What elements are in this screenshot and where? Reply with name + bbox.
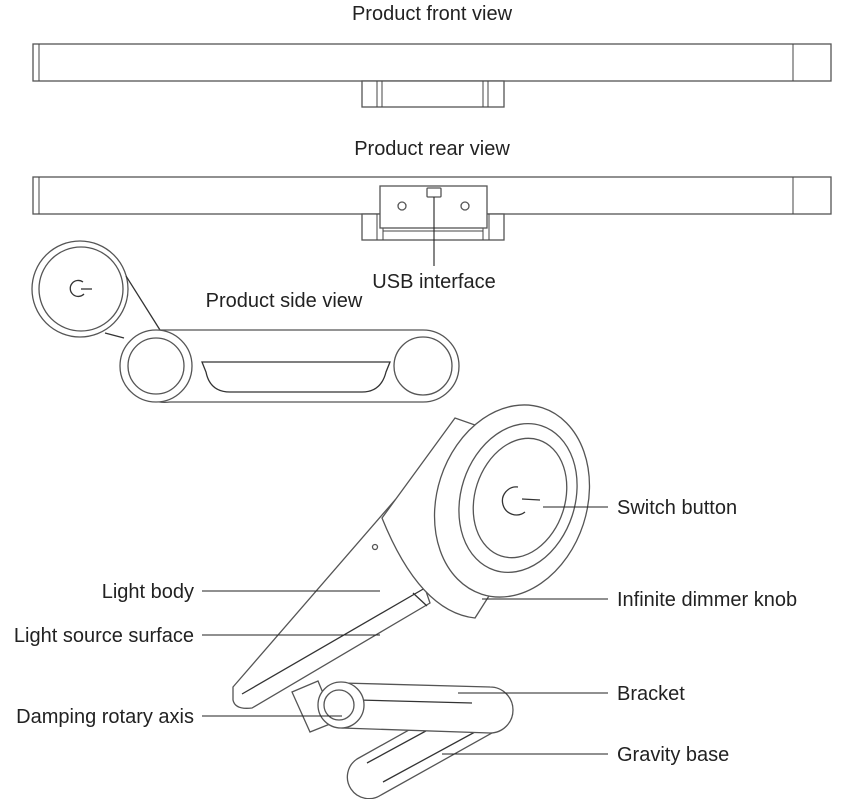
light-body-label: Light body (102, 581, 194, 603)
bracket-label: Bracket (617, 683, 685, 705)
rear-view-drawing (32, 176, 832, 241)
rear-view-title: Product rear view (354, 138, 510, 160)
switch-button-label: Switch button (617, 497, 737, 519)
side-view-drawing (31, 240, 460, 403)
light-source-surface-label: Light source surface (14, 625, 194, 647)
damping-axis-label: Damping rotary axis (16, 706, 194, 728)
dimmer-knob-label: Infinite dimmer knob (617, 589, 797, 611)
isometric-lamp-drawing (232, 404, 591, 800)
front-view-drawing (32, 43, 832, 108)
front-view-title: Product front view (352, 3, 513, 25)
gravity-base-label: Gravity base (617, 744, 729, 766)
usb-interface-label: USB interface (372, 271, 495, 293)
side-view-title: Product side view (206, 290, 363, 312)
